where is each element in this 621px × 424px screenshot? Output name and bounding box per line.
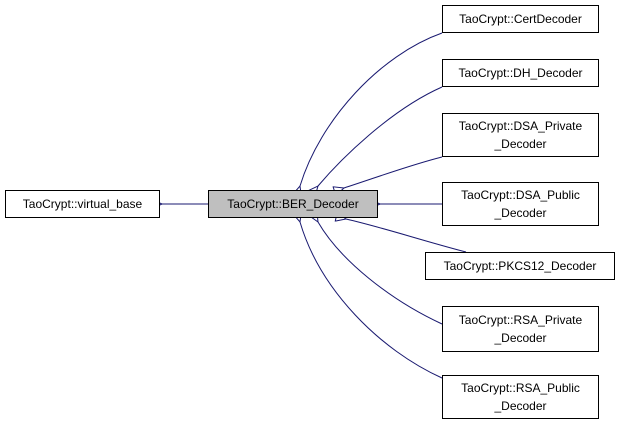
node-pkcs12-decoder-label: TaoCrypt::PKCS12_Decoder [443, 259, 597, 273]
node-rsa-public-decoder[interactable]: TaoCrypt::RSA_Public _Decoder [442, 375, 599, 419]
node-dsa-public-decoder-label-line2: _Decoder [494, 206, 547, 220]
node-dh-decoder[interactable]: TaoCrypt::DH_Decoder [442, 59, 599, 87]
node-dsa-public-decoder-label-line1: TaoCrypt::DSA_Public [461, 188, 580, 202]
node-virtual-base-label: TaoCrypt::virtual_base [22, 197, 143, 211]
node-rsa-private-decoder-label-line2: _Decoder [494, 331, 547, 345]
node-dsa-private-decoder[interactable]: TaoCrypt::DSA_Private _Decoder [442, 113, 599, 157]
node-virtual-base[interactable]: TaoCrypt::virtual_base [5, 190, 160, 218]
node-dsa-private-decoder-label-line1: TaoCrypt::DSA_Private [458, 119, 583, 133]
edge-rsa-private-decoder-to-ber-decoder [318, 222, 443, 325]
node-dsa-public-decoder[interactable]: TaoCrypt::DSA_Public _Decoder [442, 182, 599, 226]
node-ber-decoder-label: TaoCrypt::BER_Decoder [227, 197, 359, 211]
node-dsa-private-decoder-label-line2: _Decoder [494, 137, 547, 151]
node-rsa-private-decoder[interactable]: TaoCrypt::RSA_Private _Decoder [442, 306, 599, 352]
node-rsa-public-decoder-label-line2: _Decoder [494, 399, 547, 413]
edge-rsa-public-decoder-to-ber-decoder [300, 222, 443, 379]
node-cert-decoder[interactable]: TaoCrypt::CertDecoder [442, 5, 599, 33]
edge-dh-decoder-to-ber-decoder [318, 86, 443, 186]
edge-dsa-private-decoder-to-ber-decoder [344, 156, 443, 188]
node-rsa-private-decoder-label-line1: TaoCrypt::RSA_Private [458, 313, 583, 327]
edge-cert-decoder-to-ber-decoder [300, 32, 443, 186]
node-pkcs12-decoder[interactable]: TaoCrypt::PKCS12_Decoder [425, 252, 615, 280]
edge-pkcs12-decoder-to-ber-decoder [346, 219, 467, 253]
node-dh-decoder-label: TaoCrypt::DH_Decoder [458, 66, 583, 80]
node-cert-decoder-label: TaoCrypt::CertDecoder [459, 12, 582, 26]
node-ber-decoder: TaoCrypt::BER_Decoder [208, 190, 378, 218]
node-rsa-public-decoder-label-line1: TaoCrypt::RSA_Public [461, 381, 580, 395]
